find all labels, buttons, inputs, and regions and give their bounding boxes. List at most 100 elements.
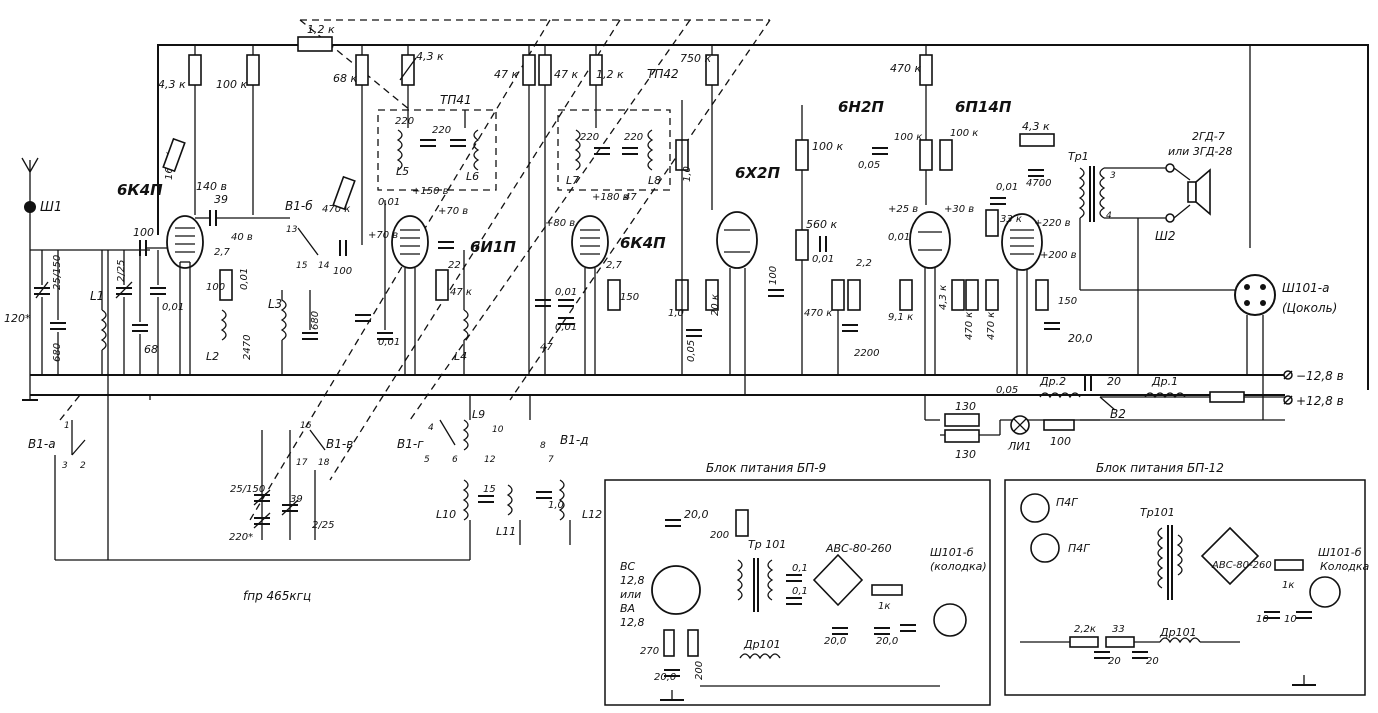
- psu9-c1: 0,1: [792, 563, 808, 574]
- c13-label: 2,2: [856, 258, 872, 269]
- b1d-pin-12: 12: [484, 455, 496, 465]
- psu12-plug: Ш101-б: [1318, 546, 1362, 559]
- psu9-plug-sub: (колодка): [930, 560, 987, 573]
- ift-a-label: ТП41: [440, 93, 472, 107]
- psu12-title: Блок питания БП-12: [1096, 461, 1224, 475]
- c27-label: 2,7: [214, 247, 231, 258]
- l12-label: L12: [582, 508, 602, 521]
- l1-label: L1: [90, 289, 104, 303]
- output-stage: Тр1 3 4 2ГД-7 или 3ГД-28 Ш2: [1068, 45, 1251, 375]
- c39-label: 2/25: [312, 520, 334, 531]
- psu9-batt-0: ВС: [620, 560, 636, 573]
- antenna: Ш1: [21, 157, 150, 401]
- pin-13: 13: [286, 225, 298, 235]
- band-switch-right: В1-г 4 5 6 L9 L10 15 L11 10 12 8 7 В1-д …: [397, 395, 602, 560]
- b1g-pin-6: 6: [452, 455, 458, 465]
- c38-label: 39: [290, 494, 303, 505]
- psu12-r0: 2,2к: [1074, 624, 1096, 635]
- c15-label: 0,01: [888, 232, 910, 243]
- r28-label: 130: [955, 448, 976, 461]
- psu9-r0: 200: [710, 530, 729, 541]
- b1a-pin-2: 2: [80, 461, 86, 471]
- c46-label: 0,01: [812, 254, 834, 265]
- b1v-pin-17: 17: [296, 458, 308, 468]
- ift-tp41: ТП41 L5 L6 220 220 +150 в: [377, 93, 497, 197]
- c21-label: 120*: [4, 312, 31, 325]
- antenna-label: Ш1: [40, 200, 62, 215]
- tube-2: 6И1П +70 в +70 в 22 47 к L4: [368, 206, 516, 375]
- l7-label: L7: [566, 174, 579, 187]
- r4-label: 68 к: [333, 72, 357, 85]
- lamp-label: ЛИ1: [1007, 440, 1032, 453]
- r8-label: 1,2 к: [596, 68, 624, 81]
- r20-label: 47 к: [450, 287, 472, 298]
- c2-label: 100: [133, 226, 154, 239]
- c12-label: 100: [768, 266, 779, 285]
- l2-label: L2: [206, 350, 219, 363]
- tube-5: 6Н2П 0,05 100 к 100 к +25 в +30 в 0,01 9…: [838, 98, 979, 375]
- c32-label: 220: [395, 116, 414, 127]
- c23-label: 25/150: [52, 255, 63, 290]
- r32-label: 470 к: [322, 204, 350, 215]
- tr1-pin-4: 4: [1106, 211, 1112, 221]
- c36-label: 25/150: [230, 484, 265, 495]
- v3-label: +70 в: [368, 230, 398, 241]
- input-circuit: 120* 680 25/150 L1 2/25 68 0,01 100: [4, 226, 184, 375]
- b1d-pin-10: 10: [492, 425, 504, 435]
- psu12-c2: 10: [1256, 614, 1269, 625]
- v2-label: 40 в: [231, 232, 253, 243]
- socket-sub: (Цоколь): [1282, 301, 1337, 315]
- tube-4-label: 6Х2П: [735, 164, 780, 182]
- l3-section: L3 680 В1-б 13 15 14 470 к 100 0,01 0,01: [268, 175, 400, 375]
- psu12-c0: 20: [1108, 656, 1121, 667]
- c42-label: 0,01: [555, 287, 577, 298]
- psu12-r1: 33: [1112, 624, 1125, 635]
- v6-label: +80 в: [545, 218, 575, 229]
- c11-label: 0,05: [686, 340, 697, 362]
- c19-label: 0,05: [996, 385, 1018, 396]
- tube-1: 6К4П 160 к 140 в 39 40 в 2,7 100 0,01 L2…: [117, 137, 290, 375]
- r2-label: 4,3 к: [158, 78, 186, 91]
- l4-label: L4: [454, 350, 467, 363]
- r26-label: 150: [1058, 296, 1077, 307]
- psu9-batt-4: 12,8: [620, 616, 645, 629]
- l11-label: L11: [496, 525, 516, 538]
- r3-label: 100 к: [216, 78, 247, 91]
- r7-label: 47 к: [554, 68, 578, 81]
- c5-label: 0,01: [378, 197, 400, 208]
- psu12-tr: Тр101: [1140, 506, 1175, 519]
- tube-6-label: 6П14П: [955, 98, 1012, 116]
- l10-label: L10: [436, 508, 456, 521]
- v11-label: +200 в: [1040, 250, 1077, 261]
- if-freq: fпр 465кгц: [243, 589, 311, 603]
- switch-b2: В2: [1110, 407, 1126, 421]
- r12-label: 100 к: [812, 140, 843, 153]
- tube-2-label: 6И1П: [470, 238, 516, 256]
- c10-label: 0,01: [996, 182, 1018, 193]
- c43-label: 2,7: [606, 260, 623, 271]
- psu12-r2: 1к: [1282, 580, 1294, 591]
- psu12-c1: 20: [1146, 656, 1159, 667]
- c31-label: 0,01: [378, 337, 400, 348]
- c4-label: 100: [333, 266, 352, 277]
- c37-label: 220*: [229, 532, 253, 543]
- c30-label: 680: [310, 311, 321, 330]
- psu9-c4: 20,0: [876, 636, 898, 647]
- b1d-pin-8: 8: [540, 441, 546, 451]
- c40-label: 15: [483, 484, 496, 495]
- b1a-pin-3: 3: [62, 461, 68, 471]
- tube-1-label: 6К4П: [117, 181, 163, 199]
- b1g-pin-5: 5: [424, 455, 430, 465]
- speaker-line2: или 3ГД-28: [1168, 145, 1233, 158]
- psu12-tr1: П4Г: [1056, 496, 1078, 509]
- r6-label: 47 к: [494, 68, 518, 81]
- c18-label: 20,0: [1068, 332, 1093, 345]
- l5-label: L5: [396, 165, 409, 178]
- r13-label: 560 к: [806, 218, 837, 231]
- b1d-pin-7: 7: [548, 455, 554, 465]
- c34-label: 220: [580, 132, 599, 143]
- switch-b1a-label: В1-а: [28, 437, 56, 451]
- choke2-label: Др.2: [1039, 375, 1066, 388]
- pin-15: 15: [296, 261, 308, 271]
